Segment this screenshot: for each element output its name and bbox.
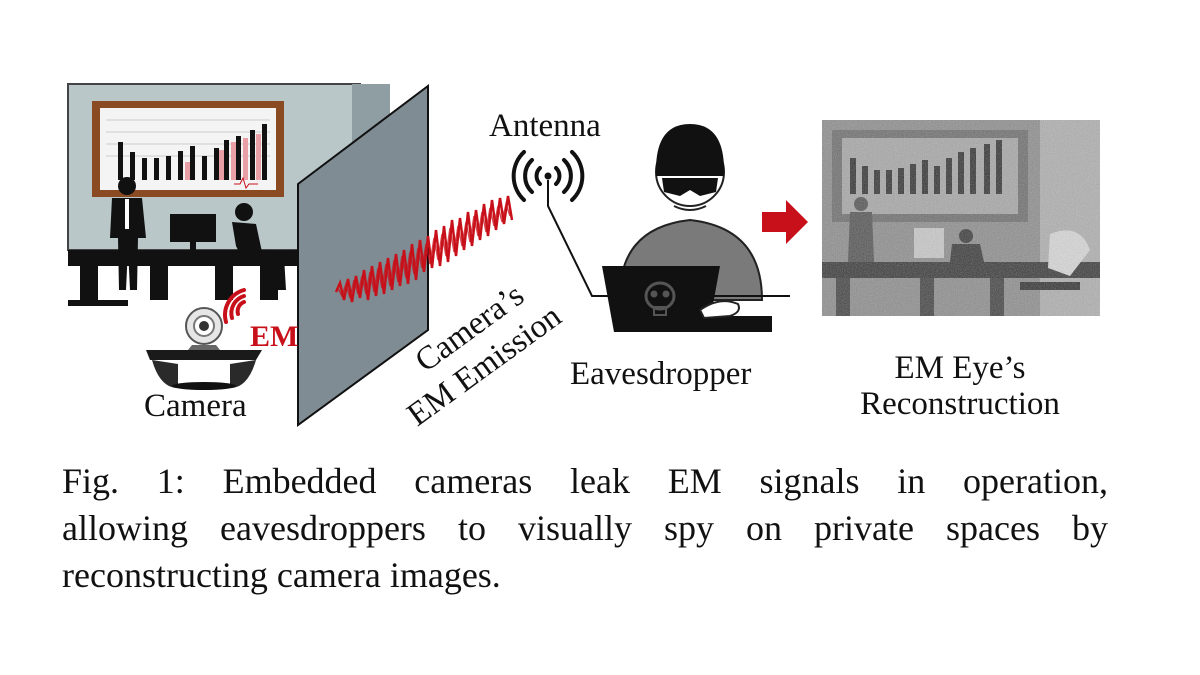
reconstruction-label-line1: EM Eye’s (894, 350, 1026, 386)
em-badge-label: EM (250, 320, 299, 353)
camera-label: Camera (144, 388, 247, 424)
board-bar-chart (106, 119, 270, 190)
reconstruction-label-line2: Reconstruction (860, 386, 1060, 422)
wall (297, 83, 429, 427)
webcam-icon (146, 307, 262, 390)
broadcast-antenna-icon (511, 150, 612, 297)
reconstructed-image (822, 120, 1100, 316)
eavesdropper-figure (600, 124, 790, 332)
wifi-signal-icon (223, 288, 246, 324)
red-arrow-icon (762, 200, 808, 244)
caption-line-3: reconstructing camera images. (62, 555, 501, 595)
eavesdropper-label: Eavesdropper (570, 356, 752, 392)
monitor-silhouette (170, 214, 216, 242)
figure-caption: Fig. 1: Embedded cameras leak EM signals… (62, 458, 1108, 599)
caption-line-1: Fig. 1: Embedded cameras leak EM signals… (62, 461, 1108, 501)
antenna-label: Antenna (489, 108, 601, 144)
skull-icon (644, 281, 676, 316)
em-emission-waveform (334, 195, 514, 303)
standing-person-silhouette (110, 177, 146, 290)
caption-line-2: allowing eavesdroppers to visually spy o… (62, 508, 1108, 548)
figure-illustration: Camera EM Antenna Eavesdropper EM Eye’s … (67, 83, 1100, 434)
figure-svg (67, 83, 1100, 427)
seated-person-silhouette (226, 203, 286, 290)
